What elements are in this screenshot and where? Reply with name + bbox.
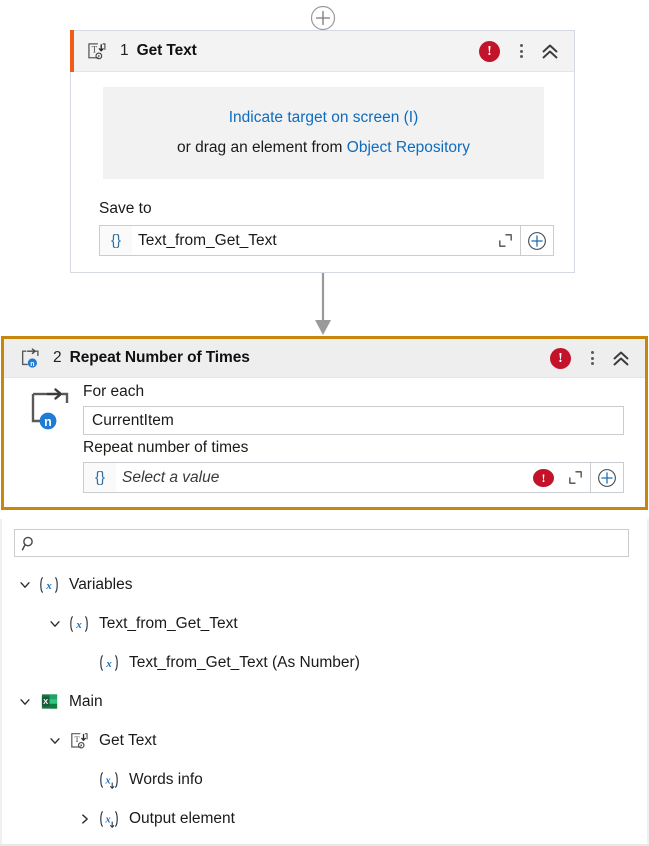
repeat-number-of-times-icon: n <box>18 346 42 370</box>
get-text-icon: T <box>66 730 92 751</box>
expand-editor-icon[interactable] <box>490 232 520 249</box>
save-to-value: Text_from_Get_Text <box>138 231 277 249</box>
expression-braces-icon: {} <box>84 463 116 492</box>
flow-connector-arrow <box>305 273 341 337</box>
variable-output-icon: x <box>96 770 122 790</box>
svg-text:n: n <box>44 415 52 429</box>
indicate-target-link[interactable]: Indicate target on screen (I) <box>228 109 419 126</box>
error-badge: ! <box>533 468 554 487</box>
excel-icon: X <box>36 692 62 711</box>
svg-text:T: T <box>74 734 80 744</box>
twisty-expanded-icon[interactable] <box>14 695 36 709</box>
tree-item-text-from-get-text[interactable]: x Text_from_Get_Text <box>0 604 649 643</box>
expand-editor-icon[interactable] <box>560 469 590 486</box>
variable-x-icon: x <box>36 575 62 595</box>
card-number: 2 <box>53 349 62 366</box>
repeat-count-label: Repeat number of times <box>83 439 249 456</box>
svg-text:x: x <box>104 775 110 786</box>
variable-x-icon: x <box>66 614 92 634</box>
card-header[interactable]: n 2 Repeat Number of Times ! <box>4 339 645 378</box>
for-each-input[interactable]: CurrentItem <box>83 406 624 435</box>
plus-circle-icon <box>310 5 336 31</box>
search-icon <box>15 535 43 552</box>
drag-element-hint: or drag an element from Object Repositor… <box>177 139 470 157</box>
activity-card-repeat-number-of-times[interactable]: n 2 Repeat Number of Times ! n For each <box>1 336 648 510</box>
tree-item-get-text[interactable]: T Get Text <box>0 721 649 760</box>
svg-text:x: x <box>104 814 110 825</box>
field-error-indicator[interactable]: ! <box>533 468 560 487</box>
for-each-label: For each <box>83 383 145 400</box>
more-options-icon[interactable] <box>510 40 532 62</box>
card-number: 1 <box>120 42 129 59</box>
panel-right-edge <box>647 519 649 846</box>
tree-item-label: Get Text <box>99 731 157 749</box>
for-each-value: CurrentItem <box>92 411 174 429</box>
svg-text:X: X <box>43 697 48 706</box>
tree-item-label: Variables <box>69 575 133 593</box>
card-header[interactable]: T 1 Get Text ! <box>70 30 574 72</box>
expression-braces-icon: {} <box>100 226 132 255</box>
variables-tree-panel: x Variables x Text_from_Get_Text <box>0 518 649 846</box>
repeat-count-placeholder: Select a value <box>122 468 220 486</box>
save-to-field-row[interactable]: {} Text_from_Get_Text <box>99 225 554 256</box>
tree-item-label: Words info <box>129 770 203 788</box>
svg-text:x: x <box>45 580 52 592</box>
indicate-target-panel[interactable]: Indicate target on screen (I) or drag an… <box>103 87 544 179</box>
twisty-collapsed-icon[interactable] <box>74 812 96 826</box>
card-accent-bar <box>70 30 74 72</box>
variable-output-icon: x <box>96 809 122 829</box>
activity-card-get-text[interactable]: T 1 Get Text ! Indicate target on screen… <box>70 30 575 273</box>
svg-text:x: x <box>75 619 82 631</box>
card-title: Repeat Number of Times <box>69 349 250 366</box>
tree-list: x Variables x Text_from_Get_Text <box>0 565 649 838</box>
twisty-expanded-icon[interactable] <box>44 734 66 748</box>
plus-circle-icon <box>528 231 546 250</box>
for-each-loop-icon: n <box>28 387 72 431</box>
more-options-icon[interactable] <box>581 347 603 369</box>
panel-left-edge <box>0 519 2 846</box>
get-text-icon: T <box>85 39 109 63</box>
save-to-label: Save to <box>99 200 152 217</box>
collapse-chevron-icon[interactable] <box>609 347 633 369</box>
tree-item-label: Output element <box>129 809 235 827</box>
error-badge[interactable]: ! <box>479 40 500 62</box>
add-value-button[interactable] <box>591 462 624 493</box>
tree-item-label: Text_from_Get_Text (As Number) <box>129 653 360 671</box>
tree-item-output-element[interactable]: x Output element <box>0 799 649 838</box>
tree-item-label: Text_from_Get_Text <box>99 614 238 632</box>
drag-element-prefix: or drag an element from <box>177 139 347 156</box>
twisty-expanded-icon[interactable] <box>44 617 66 631</box>
search-box[interactable] <box>14 529 629 557</box>
save-to-input[interactable]: {} Text_from_Get_Text <box>99 225 521 256</box>
add-activity-button[interactable] <box>310 5 336 31</box>
svg-text:n: n <box>30 361 34 368</box>
repeat-count-input[interactable]: {} Select a value ! <box>83 462 591 493</box>
repeat-count-field-row[interactable]: {} Select a value ! <box>83 462 624 493</box>
tree-item-label: Main <box>69 692 103 710</box>
tree-item-text-from-get-text-as-number[interactable]: x Text_from_Get_Text (As Number) <box>0 643 649 682</box>
object-repository-link[interactable]: Object Repository <box>346 139 470 156</box>
card-title: Get Text <box>136 42 197 59</box>
tree-item-words-info[interactable]: x Words info <box>0 760 649 799</box>
twisty-expanded-icon[interactable] <box>14 578 36 592</box>
svg-text:T: T <box>92 45 98 55</box>
collapse-chevron-icon[interactable] <box>538 40 562 62</box>
svg-text:x: x <box>105 658 112 670</box>
search-input[interactable] <box>43 535 628 551</box>
add-value-button[interactable] <box>521 225 554 256</box>
error-badge[interactable]: ! <box>550 347 571 369</box>
tree-item-variables[interactable]: x Variables <box>0 565 649 604</box>
for-each-field-row[interactable]: CurrentItem <box>83 406 624 435</box>
variable-x-icon: x <box>96 653 122 673</box>
tree-item-main[interactable]: X Main <box>0 682 649 721</box>
plus-circle-icon <box>598 468 616 487</box>
